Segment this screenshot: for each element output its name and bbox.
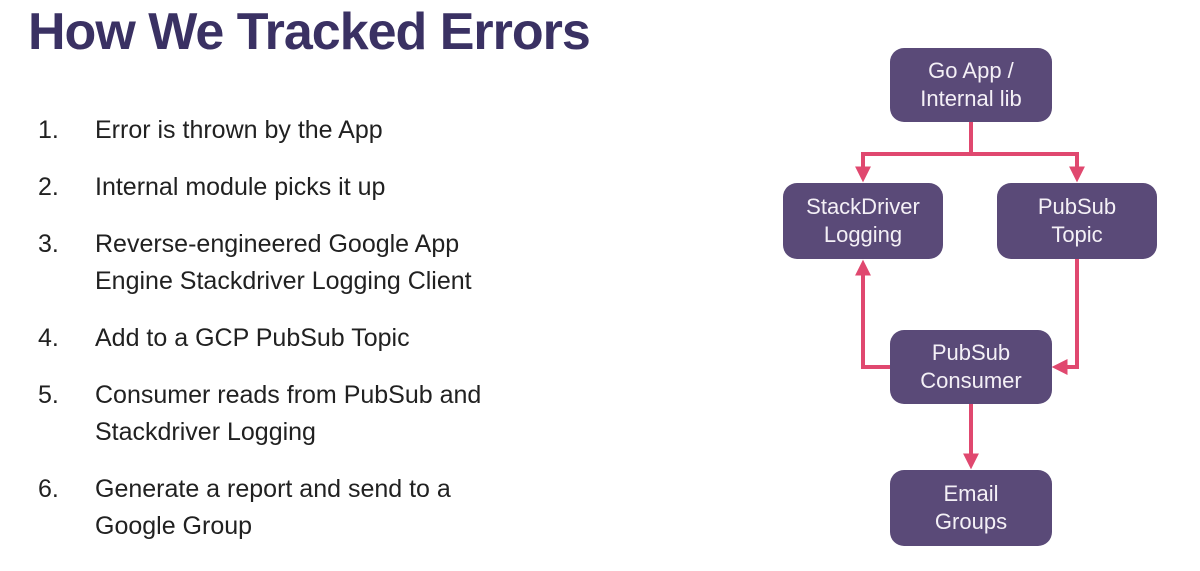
node-stackdriver-logging: StackDriver Logging: [783, 183, 943, 259]
page-title: How We Tracked Errors: [28, 3, 591, 61]
step-number: 4.: [38, 324, 59, 352]
list-item: 5. Consumer reads from PubSub and Stackd…: [38, 377, 548, 451]
step-text: Internal module picks it up: [95, 173, 386, 201]
node-pubsub-consumer: PubSub Consumer: [890, 330, 1052, 404]
edge-consumer-to-stackdriver: [855, 259, 890, 369]
step-text: Add to a GCP PubSub Topic: [95, 324, 410, 352]
node-email-groups: Email Groups: [890, 470, 1052, 546]
steps-list: 1. Error is thrown by the App 2. Interna…: [38, 112, 548, 545]
list-item: 2. Internal module picks it up: [38, 169, 548, 206]
list-item: 1. Error is thrown by the App: [38, 112, 548, 149]
step-number: 1.: [38, 116, 59, 144]
list-item: 6. Generate a report and send to a Googl…: [38, 471, 548, 545]
step-text: Error is thrown by the App: [95, 116, 383, 144]
step-number: 6.: [38, 475, 59, 503]
step-number: 5.: [38, 381, 59, 409]
list-item: 4. Add to a GCP PubSub Topic: [38, 320, 548, 357]
list-item: 3. Reverse-engineered Google App Engine …: [38, 226, 548, 300]
step-number: 2.: [38, 173, 59, 201]
step-text: Generate a report and send to a Google G…: [95, 475, 451, 540]
step-text: Reverse-engineered Google App Engine Sta…: [95, 230, 472, 295]
node-go-app: Go App / Internal lib: [890, 48, 1052, 122]
step-text: Consumer reads from PubSub and Stackdriv…: [95, 381, 482, 446]
step-number: 3.: [38, 230, 59, 258]
node-pubsub-topic: PubSub Topic: [997, 183, 1157, 259]
edge-pubsubtopic-to-consumer: [1051, 259, 1079, 375]
